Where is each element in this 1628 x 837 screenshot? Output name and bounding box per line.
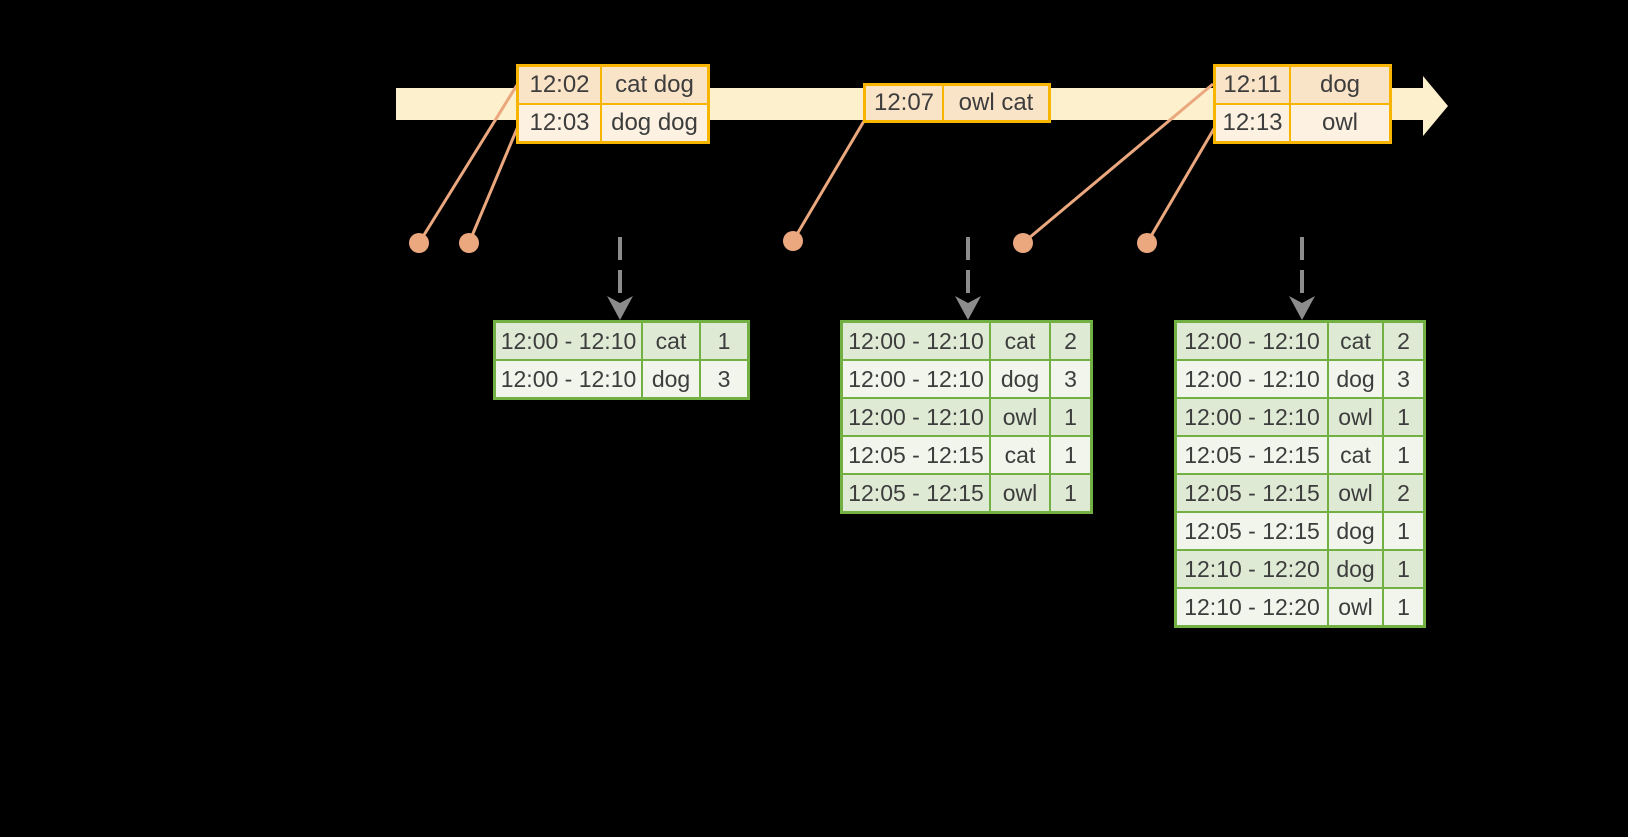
- table-cell: dog: [1327, 361, 1382, 397]
- table-cell: 12:02: [519, 67, 600, 103]
- table-cell: 2: [1382, 475, 1423, 511]
- connector-line: [1145, 126, 1217, 244]
- table-cell: cat dog: [600, 67, 707, 103]
- table-cell: 1: [1382, 399, 1423, 435]
- table-cell: dog: [989, 361, 1049, 397]
- table-cell: 1: [1382, 437, 1423, 473]
- table-cell: 12:05 - 12:15: [843, 437, 989, 473]
- table-cell: 12:00 - 12:10: [1177, 361, 1327, 397]
- table-cell: owl: [1327, 589, 1382, 625]
- table-cell: 12:07: [866, 86, 942, 120]
- table-cell: 2: [1049, 323, 1090, 359]
- table-cell: 3: [1382, 361, 1423, 397]
- table-cell: 12:00 - 12:10: [496, 323, 641, 359]
- table-cell: 1: [699, 323, 747, 359]
- table-cell: cat: [989, 323, 1049, 359]
- connector-line: [417, 84, 519, 244]
- table-cell: 12:05 - 12:15: [843, 475, 989, 511]
- flow-arrowhead-icon: [1289, 296, 1315, 320]
- timeline-arrowhead-icon: [1423, 76, 1448, 136]
- table-cell: 12:03: [519, 105, 600, 141]
- connector-line: [791, 120, 866, 242]
- table-cell: 12:00 - 12:10: [843, 361, 989, 397]
- flow-arrowhead-icon: [955, 296, 981, 320]
- table-cell: 12:00 - 12:10: [843, 323, 989, 359]
- table-cell: 12:00 - 12:10: [496, 361, 641, 397]
- table-cell: 12:10 - 12:20: [1177, 589, 1327, 625]
- table-cell: dog dog: [600, 105, 707, 141]
- event-dot: [1137, 233, 1157, 253]
- table-cell: owl cat: [942, 86, 1048, 120]
- table-cell: 12:05 - 12:15: [1177, 513, 1327, 549]
- table-cell: 12:00 - 12:10: [1177, 323, 1327, 359]
- table-cell: dog: [1327, 551, 1382, 587]
- table-cell: cat: [641, 323, 699, 359]
- table-cell: 1: [1049, 475, 1090, 511]
- table-cell: owl: [989, 399, 1049, 435]
- flow-arrowhead-icon: [607, 296, 633, 320]
- table-cell: owl: [1327, 475, 1382, 511]
- table-cell: cat: [1327, 323, 1382, 359]
- table-cell: 1: [1382, 589, 1423, 625]
- table-cell: 1: [1382, 513, 1423, 549]
- table-cell: dog: [1289, 67, 1389, 103]
- connector-line: [1022, 82, 1214, 245]
- table-cell: 2: [1382, 323, 1423, 359]
- table-cell: owl: [989, 475, 1049, 511]
- event-dot: [1013, 233, 1033, 253]
- table-cell: 12:00 - 12:10: [843, 399, 989, 435]
- event-dot: [409, 233, 429, 253]
- table-cell: 12:13: [1216, 105, 1289, 141]
- table-cell: owl: [1327, 399, 1382, 435]
- table-cell: 1: [1049, 437, 1090, 473]
- table-cell: dog: [1327, 513, 1382, 549]
- table-cell: 3: [699, 361, 747, 397]
- table-cell: 12:05 - 12:15: [1177, 475, 1327, 511]
- table-cell: 12:11: [1216, 67, 1289, 103]
- table-cell: 12:10 - 12:20: [1177, 551, 1327, 587]
- event-dot: [459, 233, 479, 253]
- table-cell: 3: [1049, 361, 1090, 397]
- table-cell: 12:05 - 12:15: [1177, 437, 1327, 473]
- event-dot: [783, 231, 803, 251]
- table-cell: 1: [1382, 551, 1423, 587]
- table-cell: 1: [1049, 399, 1090, 435]
- table-cell: 12:00 - 12:10: [1177, 399, 1327, 435]
- table-cell: dog: [641, 361, 699, 397]
- connector-line: [467, 123, 521, 244]
- table-cell: cat: [1327, 437, 1382, 473]
- table-cell: owl: [1289, 105, 1389, 141]
- table-cell: cat: [989, 437, 1049, 473]
